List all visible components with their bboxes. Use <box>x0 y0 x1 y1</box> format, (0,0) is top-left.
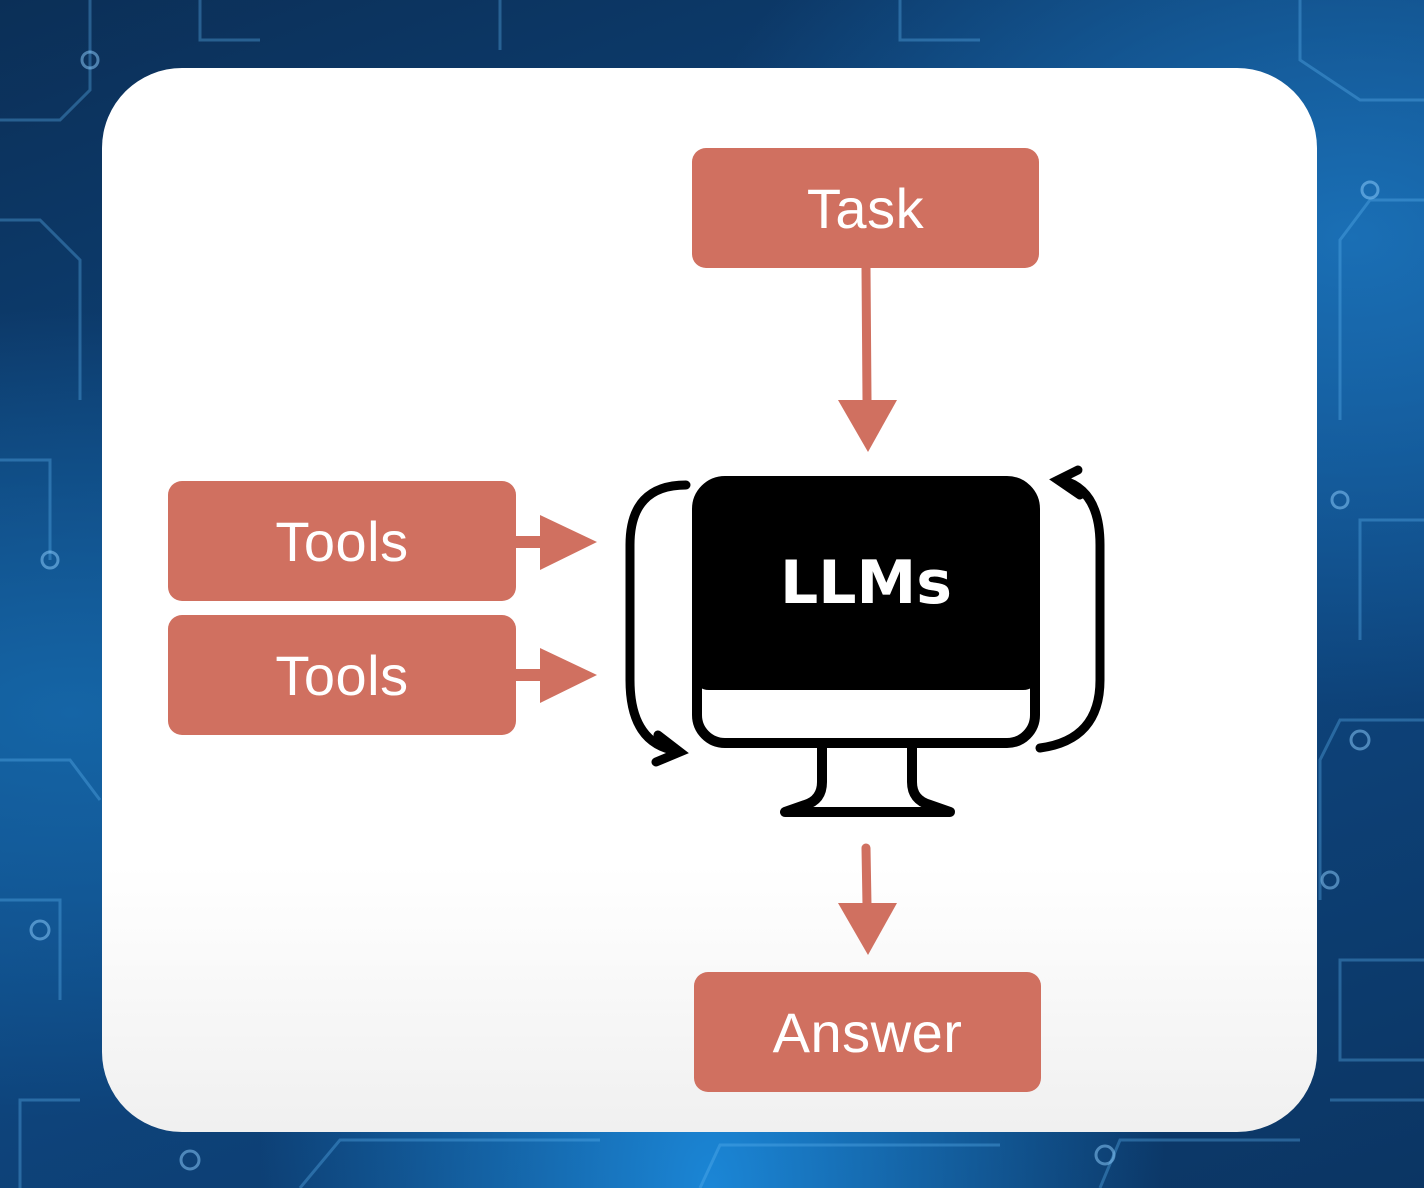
loop-arrow-right-icon <box>1035 465 1105 753</box>
loop-arrow-left-icon <box>625 480 691 767</box>
task-box: Task <box>692 148 1039 268</box>
task-label: Task <box>806 176 925 240</box>
tools-label-2: Tools <box>275 643 409 707</box>
llm-label: LLMs <box>780 548 952 618</box>
tools-1-to-llm-arrow <box>514 515 597 570</box>
task-to-llm-arrow <box>838 263 897 452</box>
answer-box: Answer <box>694 972 1041 1092</box>
monitor-icon <box>692 476 1040 817</box>
tools-2-to-llm-arrow <box>514 648 597 703</box>
llm-to-answer-arrow <box>838 843 897 955</box>
tools-box-2: Tools <box>168 615 516 735</box>
tools-label-1: Tools <box>275 509 409 573</box>
tools-box-1: Tools <box>168 481 516 601</box>
answer-label: Answer <box>772 1000 963 1064</box>
